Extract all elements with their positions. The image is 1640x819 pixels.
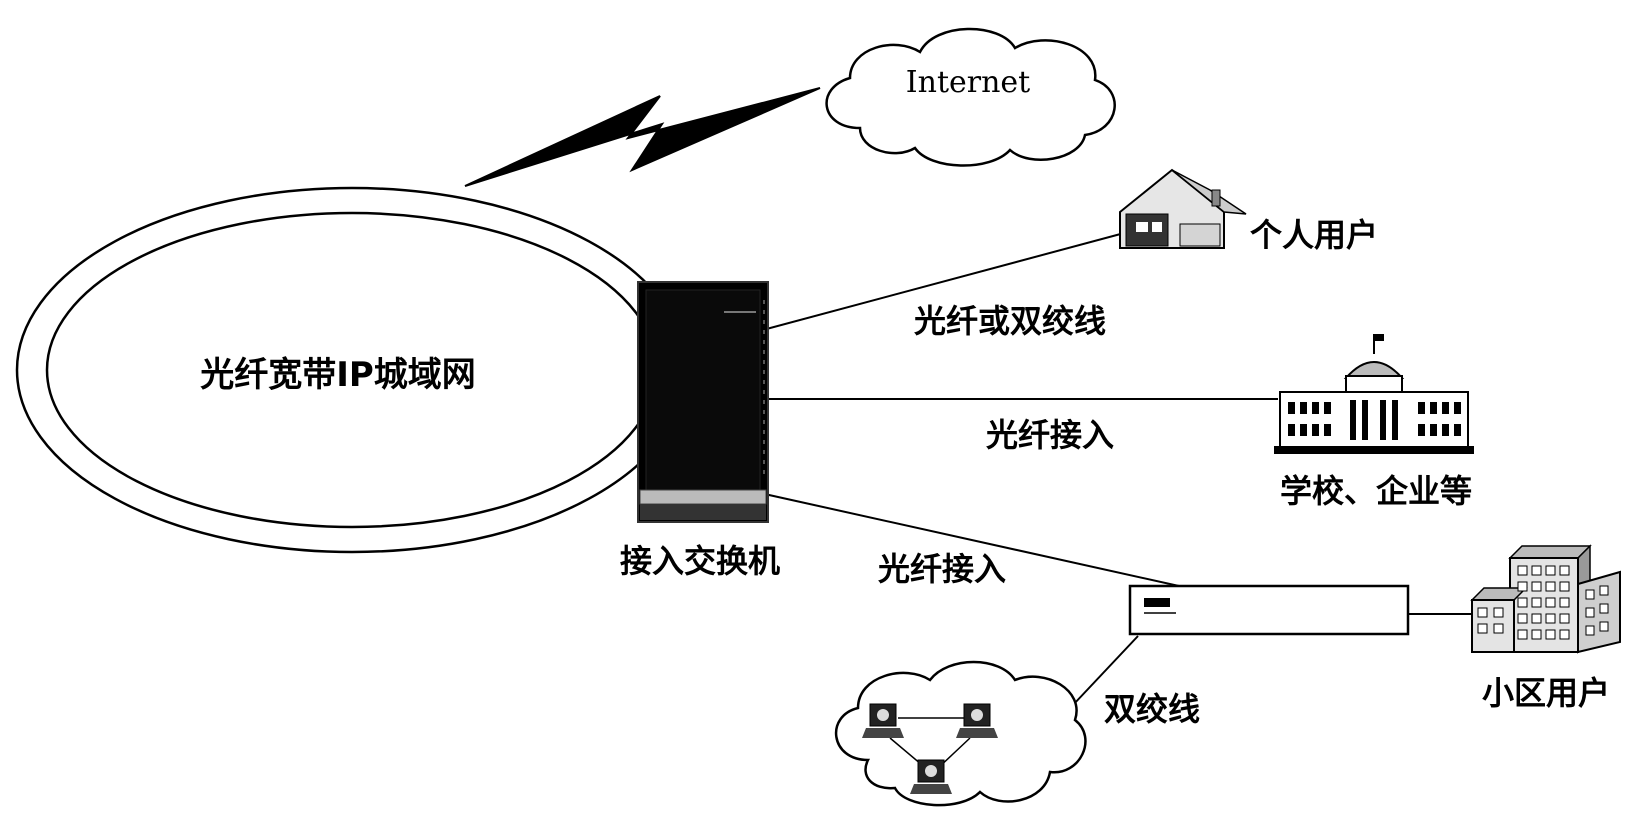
school-enterprise-label: 学校、企业等 bbox=[1280, 472, 1472, 510]
computer-icon bbox=[862, 703, 904, 738]
computer-icon bbox=[956, 703, 998, 738]
personal-user-label: 个人用户 bbox=[1250, 216, 1378, 254]
access-switch-device bbox=[637, 281, 769, 523]
school-building-icon bbox=[1274, 334, 1474, 454]
link-label-fiber-access-residential: 光纤接入 bbox=[878, 550, 1006, 588]
link-switch-residential bbox=[732, 486, 1189, 589]
access-switch-label: 接入交换机 bbox=[620, 542, 780, 580]
residential-switch-box bbox=[1128, 584, 1410, 636]
residential-user-label: 小区用户 bbox=[1482, 674, 1610, 712]
wireless-link-bolt bbox=[464, 87, 821, 187]
link-label-fiber-or-twisted: 光纤或双绞线 bbox=[914, 302, 1106, 340]
link-label-fiber-access-school: 光纤接入 bbox=[986, 416, 1114, 454]
computer-icon bbox=[910, 759, 952, 794]
internet-cloud: Internet bbox=[825, 27, 1116, 167]
link-switch-personal bbox=[732, 231, 1129, 339]
house-icon bbox=[1119, 168, 1247, 249]
metro-network-ring: 光纤宽带IP城域网 bbox=[15, 186, 689, 554]
apartment-building-icon bbox=[1470, 544, 1621, 654]
metro-network-label: 光纤宽带IP城域网 bbox=[200, 355, 476, 395]
internet-label: Internet bbox=[906, 65, 1030, 100]
link-label-twisted-pair: 双绞线 bbox=[1104, 690, 1200, 728]
